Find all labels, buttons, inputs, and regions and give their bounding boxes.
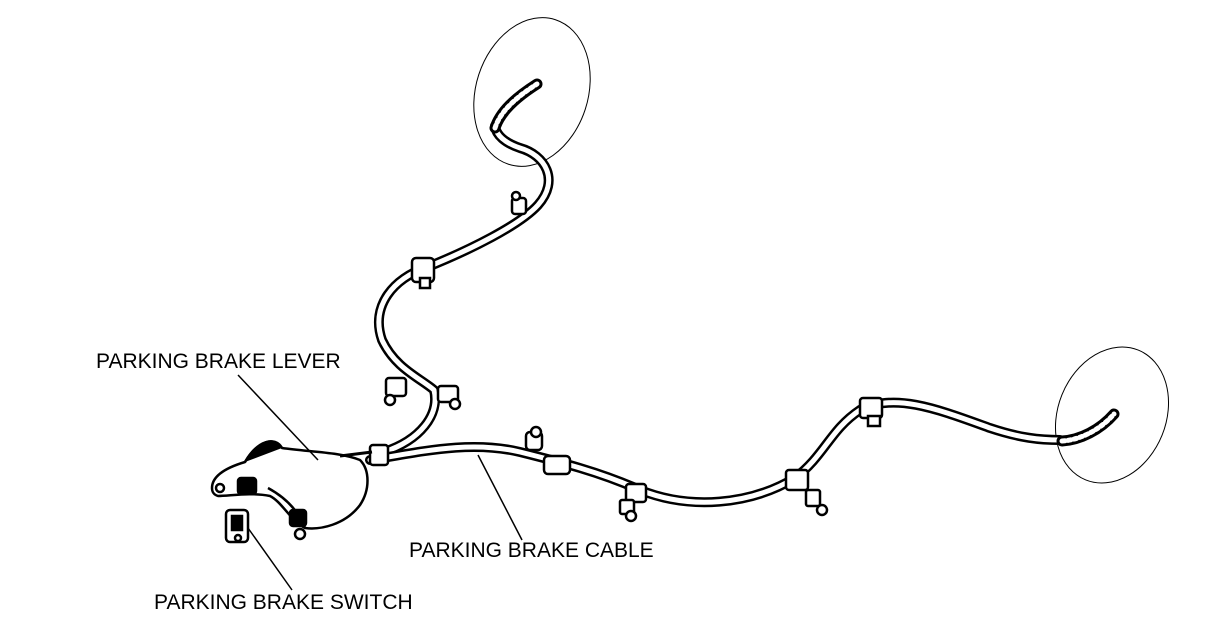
parking-brake-switch-label: PARKING BRAKE SWITCH (154, 591, 413, 614)
main-cable (365, 397, 1120, 508)
right-detail-ellipse (1054, 346, 1170, 484)
leader-lines (237, 374, 523, 591)
parking-brake-lever (210, 440, 373, 541)
parking-brake-cable-label: PARKING BRAKE CABLE (409, 539, 654, 562)
parking-brake-lever-label: PARKING BRAKE LEVER (96, 350, 341, 373)
parking-brake-switch (224, 508, 250, 544)
upper-detail-ellipse (473, 17, 591, 167)
cable-clamps (368, 190, 884, 523)
